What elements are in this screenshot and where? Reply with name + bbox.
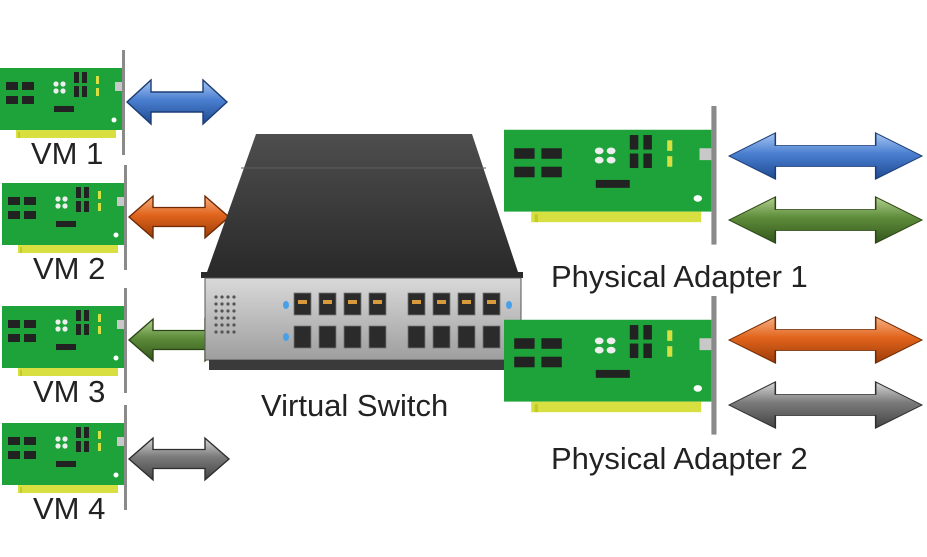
adapter2-label: Physical Adapter 2 (551, 441, 808, 476)
adapter2-arrow-gray (728, 380, 923, 430)
vm4-arrow (128, 437, 230, 481)
vm1-label: VM 1 (31, 136, 104, 171)
adapter1-arrow-green (728, 195, 923, 245)
vm4-label: VM 4 (33, 491, 106, 526)
switch-label: Virtual Switch (261, 388, 449, 423)
vm1-arrow (126, 79, 228, 125)
vm2-label: VM 2 (33, 251, 106, 286)
vm2-arrow (128, 195, 230, 239)
adapter1-arrow-blue (728, 131, 923, 181)
physical-adapter1-card (503, 106, 717, 245)
switch-icon (201, 134, 523, 370)
vm3-label: VM 3 (33, 374, 106, 409)
adapter2-arrow-orange (728, 315, 923, 365)
physical-adapter2-card (503, 296, 717, 435)
adapter1-label: Physical Adapter 1 (551, 259, 808, 294)
